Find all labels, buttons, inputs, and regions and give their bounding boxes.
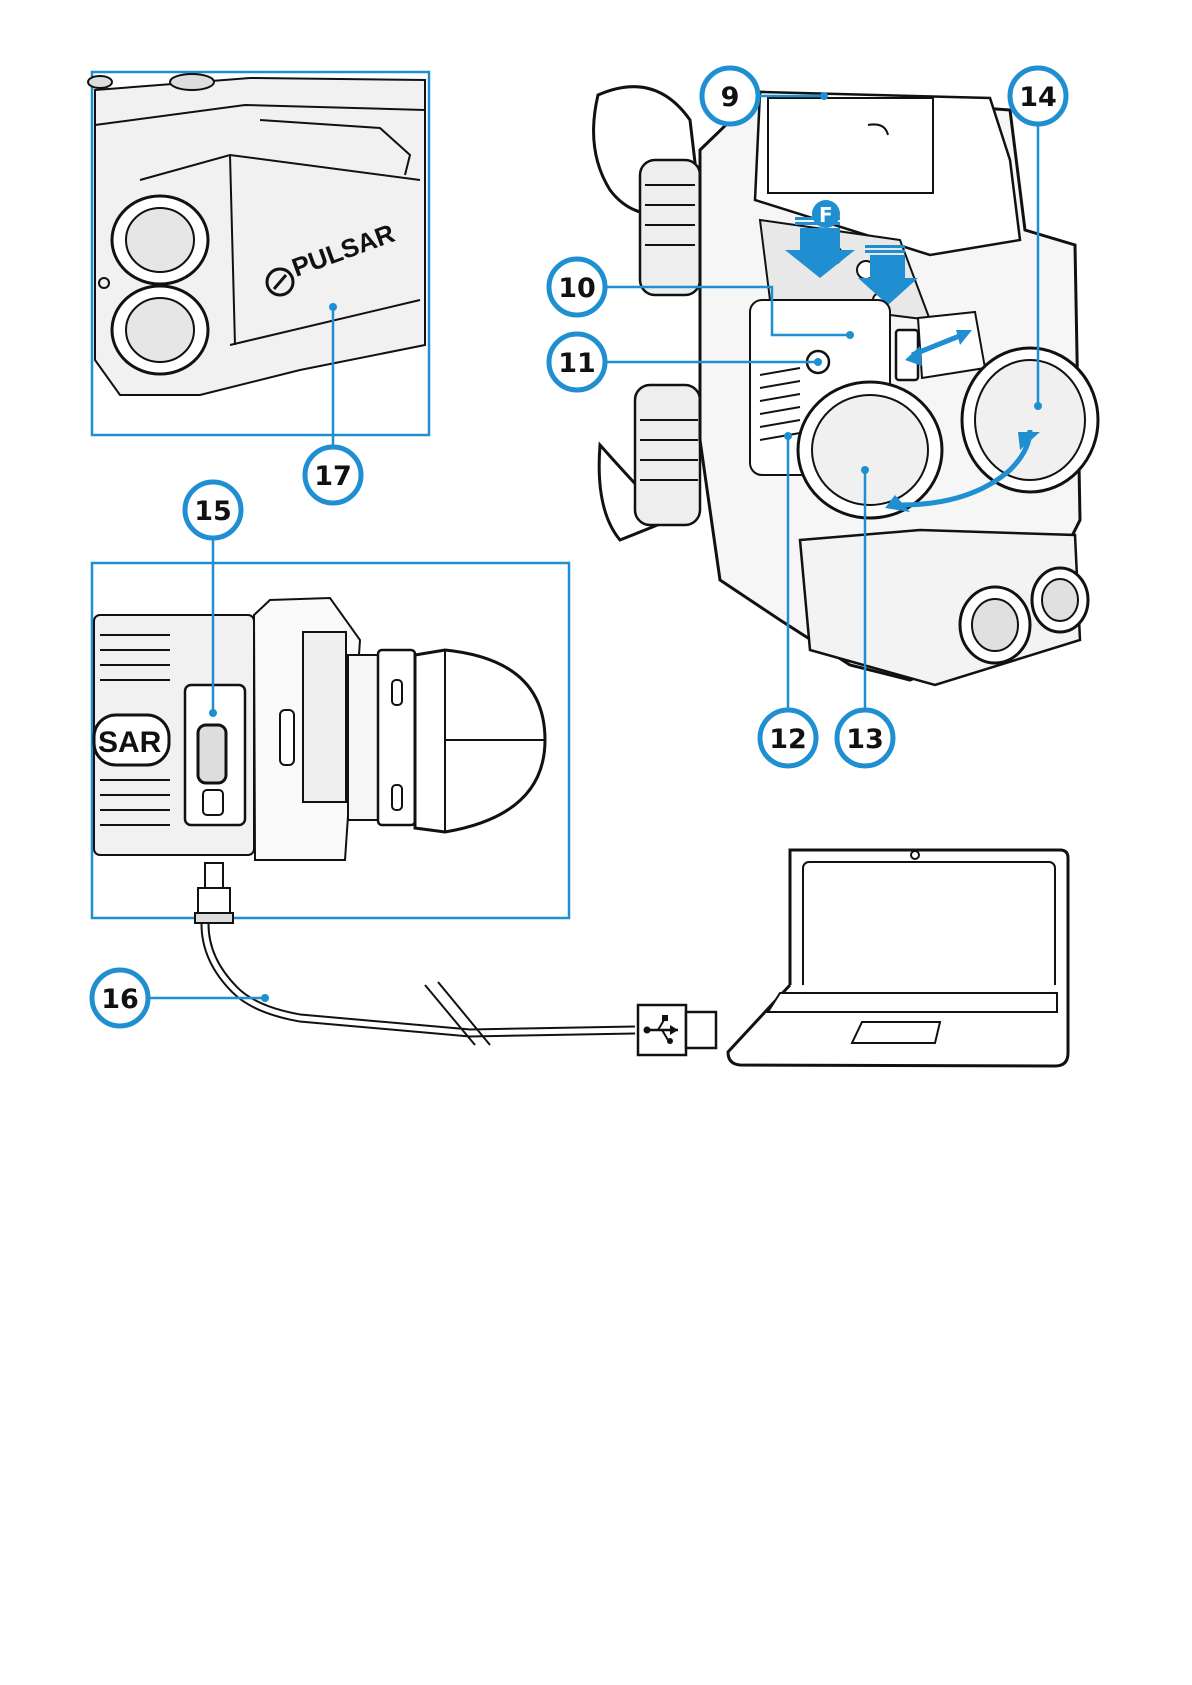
port-side-label: SAR <box>98 726 162 759</box>
callout-15: 15 <box>185 482 241 538</box>
callout-14-label: 14 <box>1019 82 1057 113</box>
callout-11: 11 <box>549 334 605 390</box>
callout-11-label: 11 <box>558 348 596 379</box>
rangefinder-detail-panel: PULSAR <box>88 72 429 453</box>
callout-10: 10 <box>549 259 605 315</box>
callout-15-label: 15 <box>194 496 232 527</box>
callout-13: 13 <box>837 710 893 766</box>
jump-marker-letter: F <box>819 203 833 227</box>
usb-cable <box>147 924 716 1055</box>
usb-icon <box>638 1005 716 1055</box>
usb-c-plug <box>205 863 223 888</box>
callout-14: 14 <box>1010 68 1066 124</box>
callout-17-label: 17 <box>314 461 352 492</box>
laptop-icon <box>728 850 1068 1066</box>
usb-port-detail-panel: SAR <box>92 538 569 923</box>
callout-13-label: 13 <box>846 724 884 755</box>
callout-12-label: 12 <box>769 724 807 755</box>
callout-16-label: 16 <box>101 984 139 1015</box>
callout-12: 12 <box>760 710 816 766</box>
main-device-view: F <box>594 87 1098 710</box>
callout-10-label: 10 <box>558 273 596 304</box>
usb-c-port <box>198 725 226 783</box>
callout-9: 9 <box>702 68 758 124</box>
callout-16: 16 <box>92 970 148 1026</box>
callout-17: 17 <box>305 447 361 503</box>
callout-9-label: 9 <box>721 82 740 113</box>
